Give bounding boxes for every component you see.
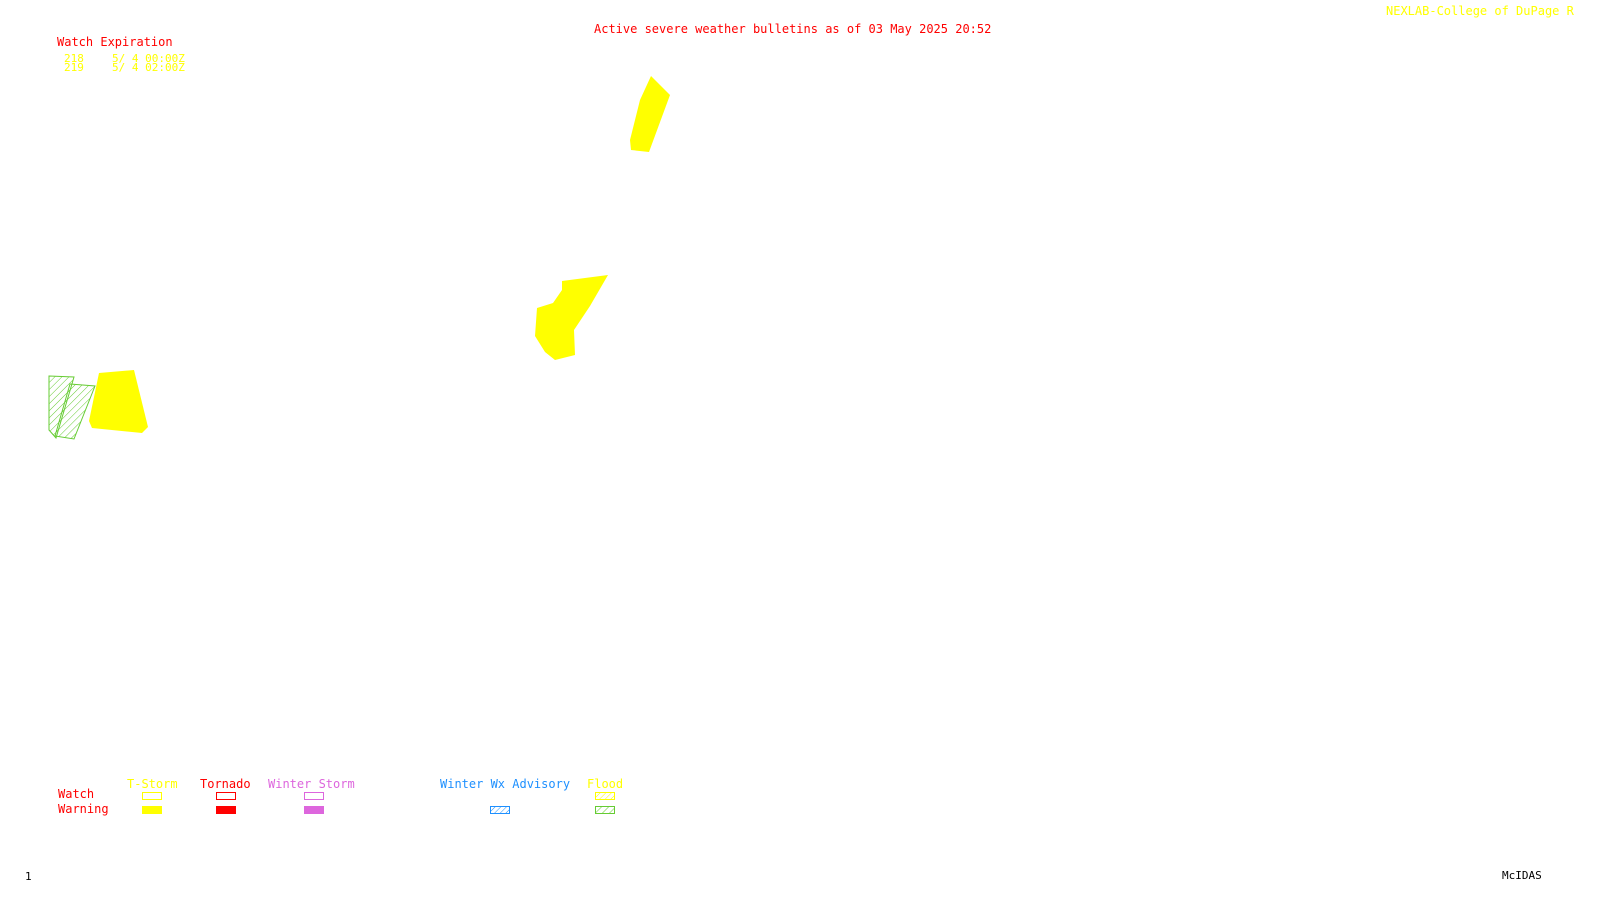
legend-tstorm-warning-swatch [142, 806, 162, 814]
legend-winter-storm-label: Winter Storm [268, 777, 355, 791]
legend-flood-label: Flood [587, 777, 624, 791]
legend-flood-watch-swatch [595, 792, 615, 800]
legend-tstorm-watch-swatch [142, 792, 162, 800]
legend-tornado-warning-swatch [216, 806, 236, 814]
tstorm-warning-polygon [630, 76, 670, 152]
legend-tornado-label: Tornado [200, 777, 251, 791]
watch-row-219-expires: 5/ 4 02:00Z [112, 61, 185, 74]
legend-flood-warning-swatch [595, 806, 615, 814]
legend-winter-storm-watch-swatch [304, 792, 324, 800]
software-label: McIDAS [1502, 869, 1542, 882]
watch-row-219-id: 219 [64, 61, 84, 74]
bulletin-title: Active severe weather bulletins as of 03… [594, 22, 992, 36]
legend-winter-storm-warning-swatch [304, 806, 324, 814]
credit-label: NEXLAB-College of DuPage R [1386, 4, 1574, 18]
flood-warning-polygon [54, 383, 96, 440]
tstorm-warning-polygon [535, 275, 608, 360]
watch-row-218-expires: 5/ 4 00:00Z [112, 52, 185, 65]
legend-winter-wx-warning-swatch [490, 806, 510, 814]
tstorm-warning-polygon [89, 370, 148, 433]
legend-winter-wx-label: Winter Wx Advisory [440, 777, 571, 791]
watch-row-218-id: 218 [64, 52, 84, 65]
watch-expiration-heading: Watch Expiration [57, 35, 173, 49]
legend-tornado-watch-swatch [216, 792, 236, 800]
frame-number: 1 [25, 870, 32, 883]
legend-tstorm-label: T-Storm [127, 777, 178, 791]
legend-warning-row-label: Warning [58, 802, 109, 816]
legend-watch-row-label: Watch [58, 787, 95, 801]
